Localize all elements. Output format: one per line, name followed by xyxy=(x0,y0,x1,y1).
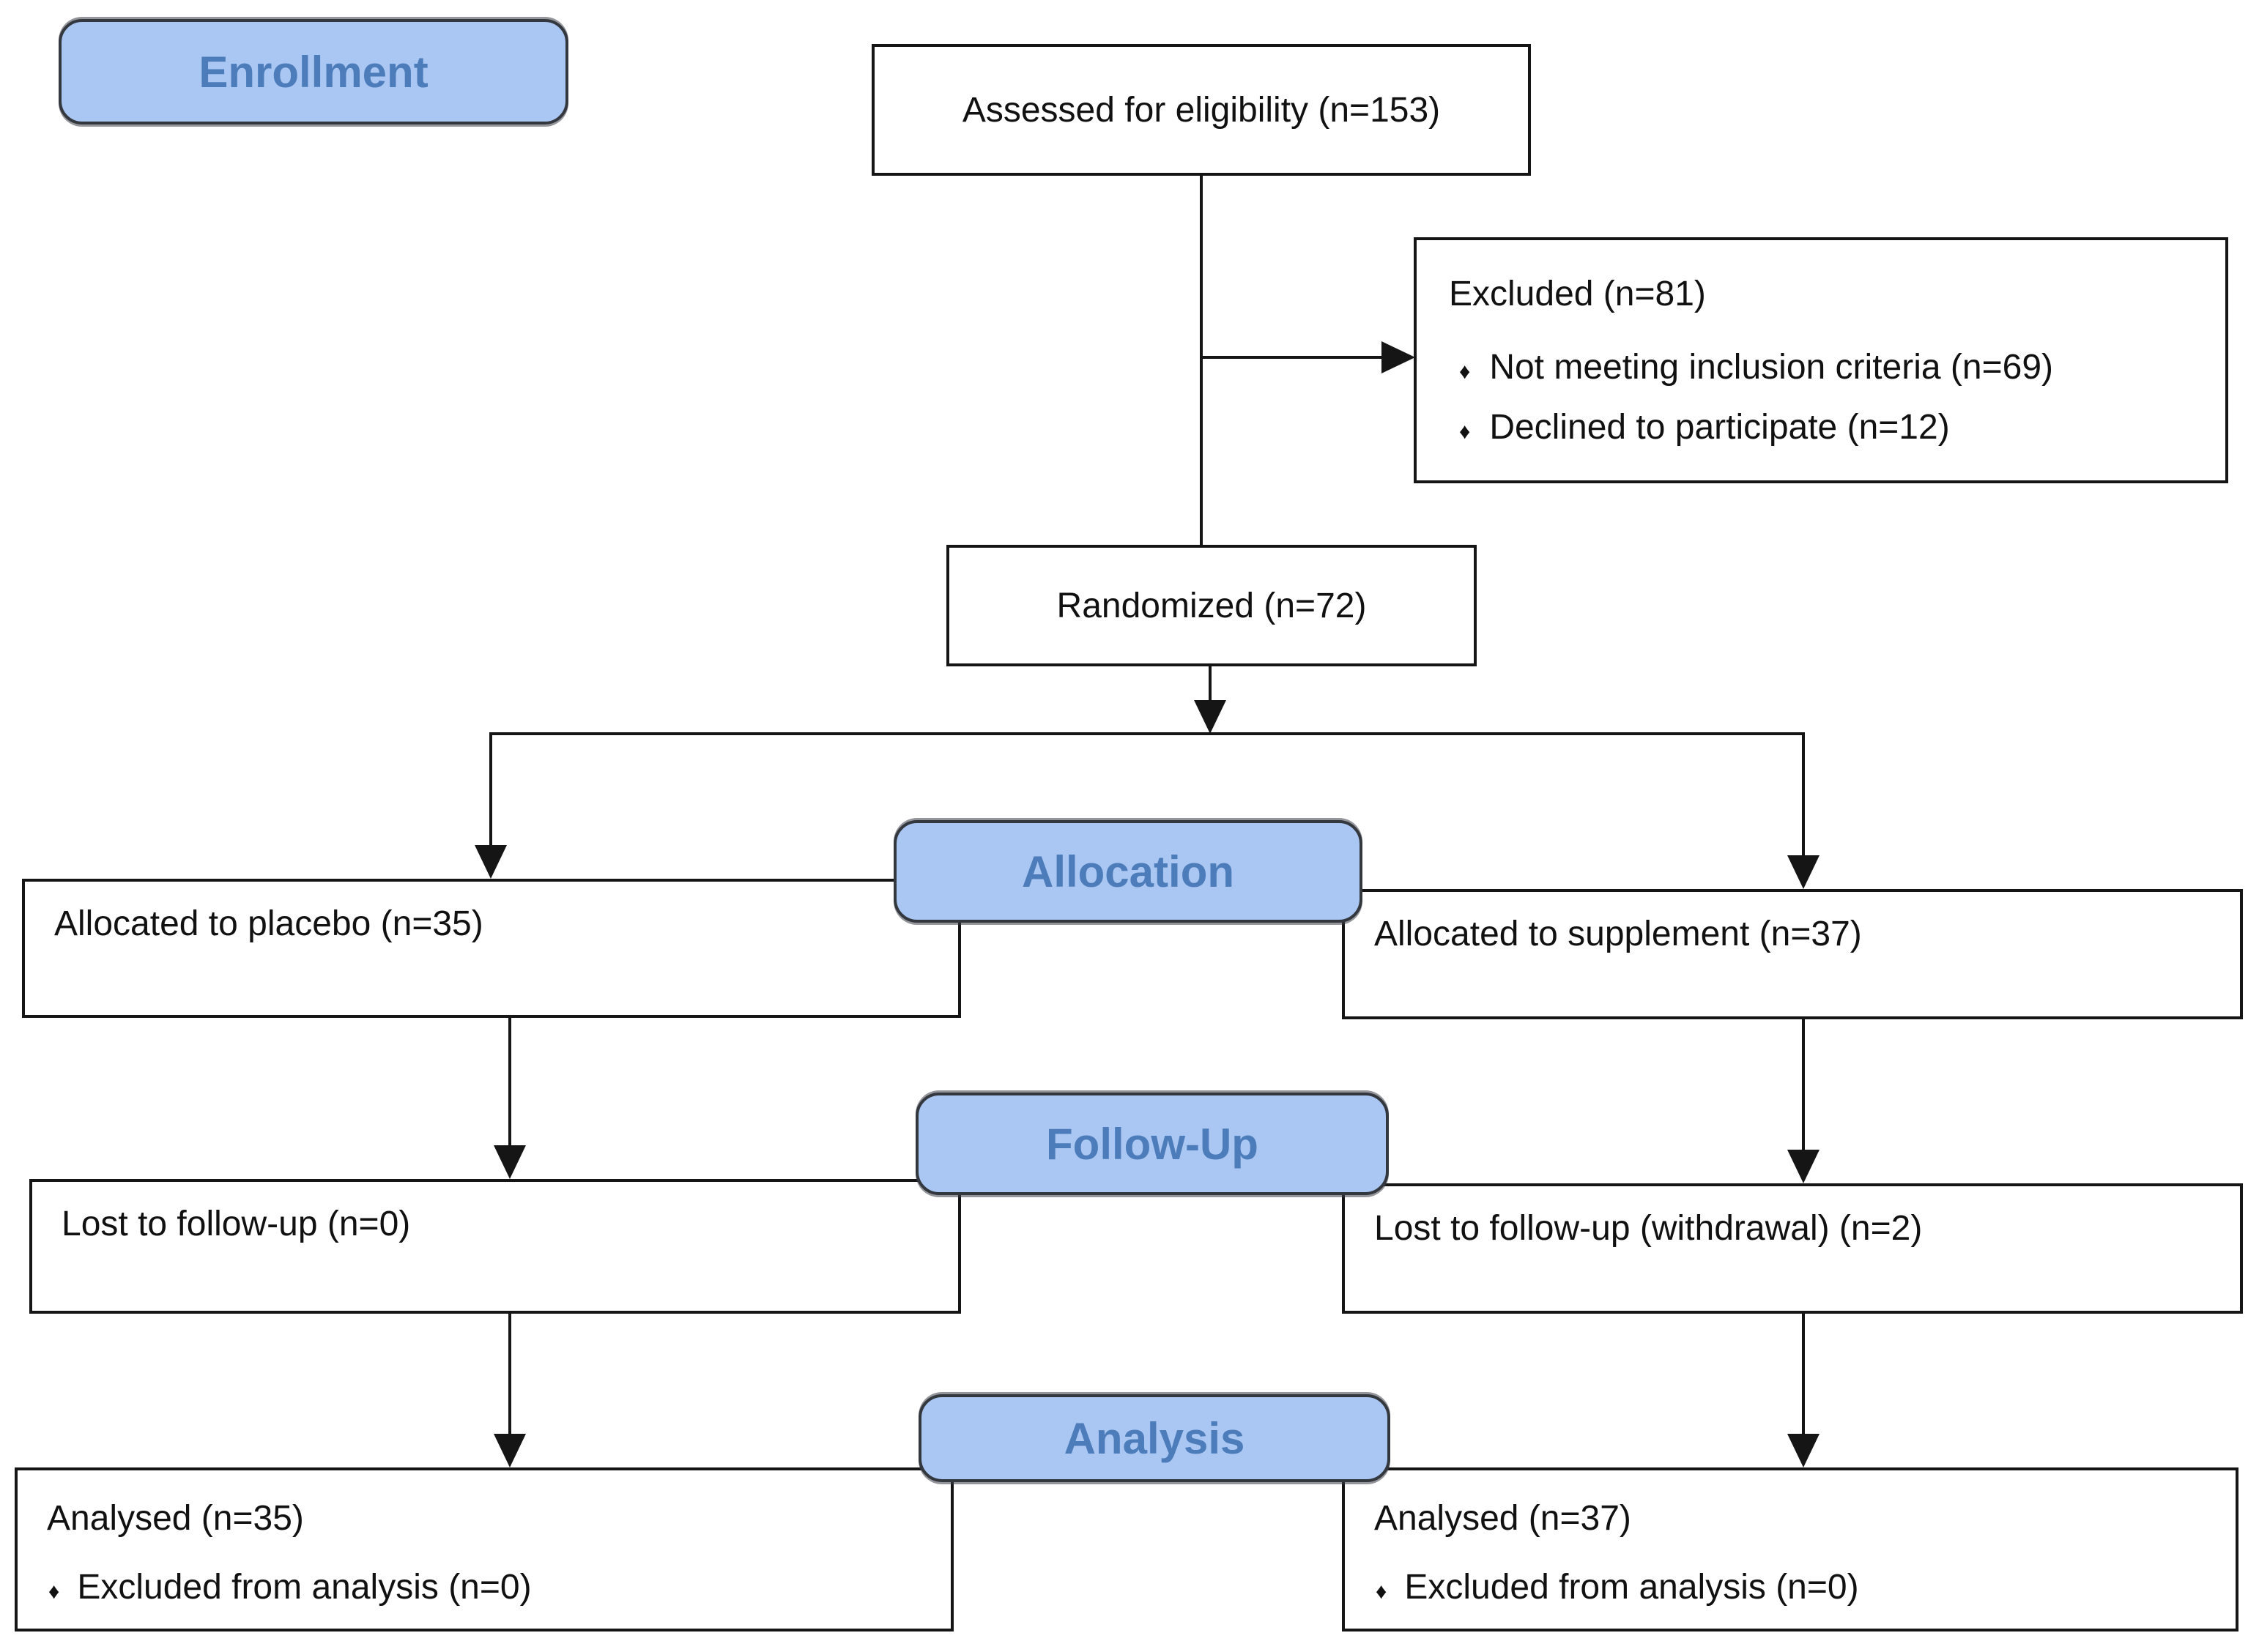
analysed-supplement-item: ♦ Excluded from analysis (n=0) xyxy=(1374,1566,2214,1614)
stage-pill-analysis: Analysis xyxy=(919,1394,1390,1482)
connector-assessed-to-randomized xyxy=(1200,176,1203,545)
analysed-placebo-item-label: Excluded from analysis (n=0) xyxy=(77,1568,532,1607)
connector-supplement-to-lost xyxy=(1802,1019,1805,1151)
diamond-bullet-icon: ♦ xyxy=(1459,360,1471,384)
arrowhead-branch-icon xyxy=(1194,700,1226,734)
diamond-bullet-icon: ♦ xyxy=(1376,1580,1387,1604)
node-assessed-for-eligibility: Assessed for eligibility (n=153) xyxy=(872,44,1531,176)
node-randomized: Randomized (n=72) xyxy=(946,545,1477,666)
stage-analysis-label: Analysis xyxy=(1064,1413,1245,1463)
lost-placebo-label: Lost to follow-up (n=0) xyxy=(62,1205,411,1243)
analysed-placebo-title: Analysed (n=35) xyxy=(47,1499,304,1538)
arrowhead-analysed-placebo-icon xyxy=(494,1434,526,1467)
arrowhead-analysed-supplement-icon xyxy=(1787,1434,1820,1467)
analysed-placebo-item: ♦ Excluded from analysis (n=0) xyxy=(47,1566,929,1614)
excluded-title: Excluded (n=81) xyxy=(1449,275,1706,313)
allocated-placebo-label: Allocated to placebo (n=35) xyxy=(54,904,483,943)
arrowhead-supplement-icon xyxy=(1787,855,1820,889)
stage-pill-followup: Follow-Up xyxy=(916,1093,1389,1195)
excluded-item: ♦ Not meeting inclusion criteria (n=69) xyxy=(1449,340,2203,400)
connector-placebo-to-lost xyxy=(508,1018,511,1147)
connector-branch-to-supplement xyxy=(1802,732,1805,857)
connector-branch-to-placebo xyxy=(489,732,492,847)
node-lost-supplement: Lost to follow-up (withdrawal) (n=2) xyxy=(1342,1183,2243,1314)
arrowhead-lost-placebo-icon xyxy=(494,1145,526,1179)
node-lost-placebo: Lost to follow-up (n=0) xyxy=(29,1179,961,1314)
arrowhead-lost-supplement-icon xyxy=(1787,1150,1820,1183)
arrowhead-excluded-icon xyxy=(1381,341,1415,373)
analysed-supplement-title: Analysed (n=37) xyxy=(1374,1499,1631,1538)
connector-lost-to-analysed-supplement xyxy=(1802,1314,1805,1435)
randomized-label: Randomized (n=72) xyxy=(1056,586,1367,625)
node-analysed-supplement: Analysed (n=37) ♦ Excluded from analysis… xyxy=(1342,1467,2238,1631)
arrowhead-placebo-icon xyxy=(475,845,507,879)
stage-allocation-label: Allocation xyxy=(1021,847,1234,896)
branch-horizontal-line xyxy=(489,732,1805,735)
allocated-supplement-label: Allocated to supplement (n=37) xyxy=(1374,915,1862,953)
stage-enrollment-label: Enrollment xyxy=(199,47,429,97)
stage-followup-label: Follow-Up xyxy=(1046,1119,1258,1169)
lost-supplement-label: Lost to follow-up (withdrawal) (n=2) xyxy=(1374,1209,1923,1248)
connector-lost-to-analysed-placebo xyxy=(508,1314,511,1435)
assessed-label: Assessed for eligibility (n=153) xyxy=(962,90,1441,130)
node-analysed-placebo: Analysed (n=35) ♦ Excluded from analysis… xyxy=(15,1467,954,1631)
connector-randomized-to-branch xyxy=(1209,666,1212,702)
excluded-item-label: Declined to participate (n=12) xyxy=(1489,408,1950,447)
connector-to-excluded xyxy=(1201,356,1381,359)
excluded-item-label: Not meeting inclusion criteria (n=69) xyxy=(1489,348,2053,387)
stage-pill-allocation: Allocation xyxy=(894,820,1362,923)
stage-pill-enrollment: Enrollment xyxy=(59,19,568,124)
analysed-supplement-item-label: Excluded from analysis (n=0) xyxy=(1404,1568,1859,1607)
node-allocated-placebo: Allocated to placebo (n=35) xyxy=(22,879,961,1018)
node-allocated-supplement: Allocated to supplement (n=37) xyxy=(1342,889,2243,1019)
excluded-item: ♦ Declined to participate (n=12) xyxy=(1449,400,2203,460)
diamond-bullet-icon: ♦ xyxy=(1459,420,1471,444)
node-excluded: Excluded (n=81) ♦ Not meeting inclusion … xyxy=(1414,237,2228,483)
diamond-bullet-icon: ♦ xyxy=(48,1580,60,1604)
